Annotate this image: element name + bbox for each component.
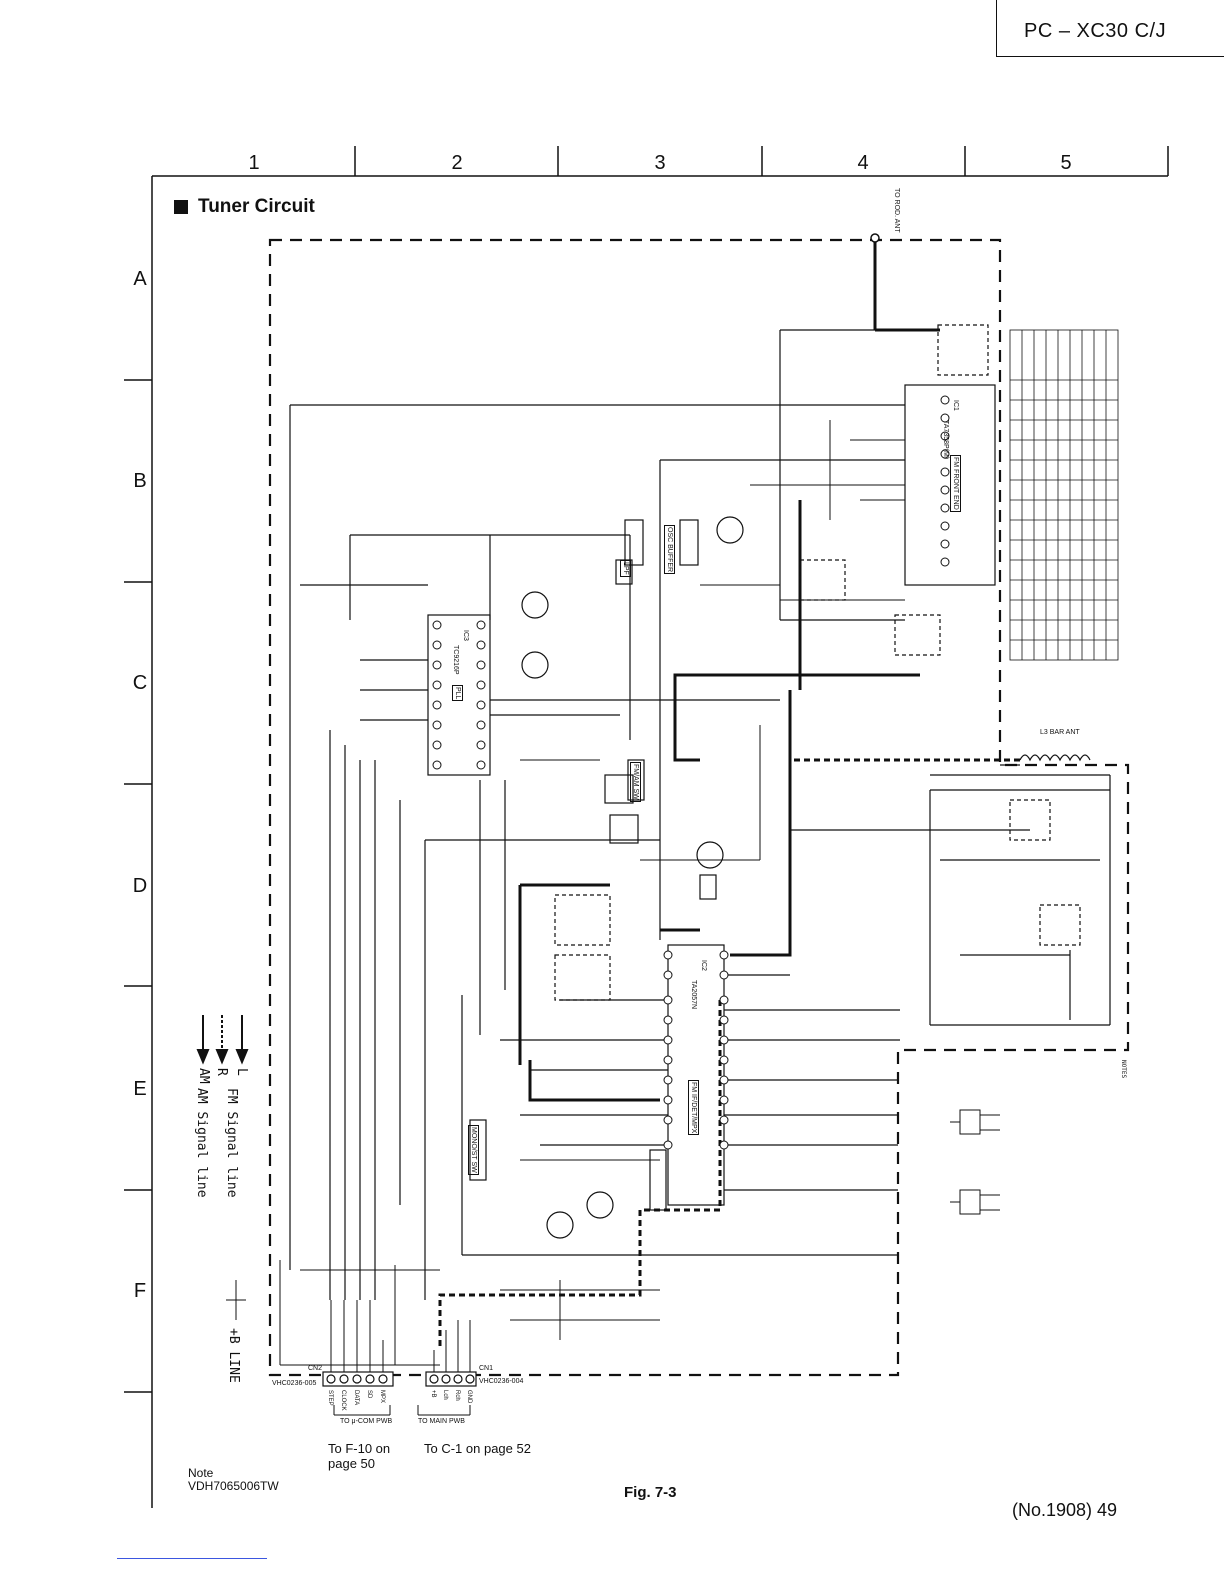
cross-ref-c1: To C-1 on page 52 [424, 1441, 531, 1456]
ic2-ref: IC2 [700, 960, 707, 971]
connector-cn2 [322, 1371, 394, 1387]
legend-key: AM [196, 1068, 211, 1084]
mono-st-sw-label: MONO/ST SW [468, 1125, 479, 1175]
fm-am-sw-label: FM/AM SW [630, 762, 641, 802]
notes-title: NOTES [1120, 1060, 1127, 1079]
legend-key: L [234, 1068, 249, 1076]
cn2-part: VHC0236-005 [272, 1380, 317, 1387]
grid-frame [124, 146, 1169, 1508]
ic2-part: TA2057N [690, 980, 697, 1010]
ic3-pll [300, 534, 780, 1300]
grid-column-label: 3 [654, 152, 666, 174]
ic2 [461, 944, 900, 1256]
page-number: (No.1908) 49 [1012, 1500, 1118, 1520]
diagram-title: Tuner Circuit [174, 196, 315, 218]
legend-arrows [196, 1015, 249, 1320]
ic3-ref: IC3 [462, 630, 469, 641]
grid-column-label: 4 [857, 152, 869, 174]
notes-symbols [950, 1109, 1000, 1215]
cn1-pin-label: Lch [442, 1390, 448, 1400]
misc-wires [279, 420, 905, 1366]
ic1-ref: IC1 [952, 400, 959, 411]
note-label: Note [188, 1466, 214, 1480]
cn2-pin-label: STEP [327, 1390, 333, 1406]
ic1-part: TA7358P(M) [942, 420, 949, 460]
cn1-pin-label: Rch [454, 1390, 460, 1401]
cn2-dest: TO μ-COM PWB [340, 1418, 393, 1425]
ic2-pins [663, 950, 729, 1150]
legend-am-signal: AM Signal line [194, 1088, 209, 1198]
cross-ref-f10: To F-10 on page 50 [328, 1441, 391, 1471]
cn2-pin-label: CLOCK [340, 1390, 346, 1411]
doc-number: VDH7065006TW [188, 1479, 279, 1493]
grid-row-label: E [133, 1078, 147, 1100]
cn1-pin-label: GND [466, 1390, 472, 1404]
title-bullet-icon [174, 200, 188, 214]
pll-label: PLL [452, 685, 463, 702]
cn2-pin-label: MPX [379, 1390, 385, 1404]
connector-cn1 [425, 1371, 477, 1387]
ic1-pins [940, 395, 950, 567]
ic3-pins [432, 620, 486, 770]
legend-fm-signal: FM Signal line [224, 1088, 239, 1198]
fm-front-end-module [289, 324, 996, 1270]
link-underline[interactable] [117, 1558, 267, 1559]
switch-blocks [469, 519, 717, 1211]
am-section [790, 754, 1111, 1026]
legend-key: R [214, 1068, 229, 1076]
osc-buffer-label: OSC BUFFER [664, 525, 675, 575]
grid-row-label: D [132, 875, 148, 897]
pin-config-table [1009, 329, 1119, 661]
model-number: PC – XC30 C/J [1024, 20, 1167, 42]
cn1-dest: TO MAIN PWB [418, 1418, 465, 1425]
grid-row-label: A [133, 268, 147, 290]
am-signal-paths [438, 758, 1020, 1350]
fm-if-det-mpx-label: FM IF/DET/MPX [688, 1080, 699, 1136]
connector-wires [330, 1300, 471, 1416]
lpf-label: LPF [620, 560, 631, 577]
cn2-ref: CN2 [308, 1365, 323, 1372]
grid-row-label: F [133, 1280, 147, 1302]
cn2-pin-label: DATA [353, 1390, 359, 1406]
footer-note: Note VDH7065006TW [188, 1467, 279, 1493]
legend-b-line: +B LINE [226, 1328, 241, 1383]
grid-column-label: 1 [248, 152, 260, 174]
pwb-outline [268, 238, 1130, 1377]
grid-row-label: C [132, 672, 148, 694]
antenna-feed [873, 238, 940, 332]
figure-caption: Fig. 7-3 [624, 1484, 677, 1501]
ic1-block-label: FM FRONT END [950, 455, 961, 512]
diagram-title-text: Tuner Circuit [198, 196, 315, 217]
model-header-frame [996, 0, 1224, 57]
bar-antenna-label: L3 BAR ANT [1040, 729, 1080, 736]
ic3-part: TC9216P [452, 645, 459, 675]
grid-column-label: 5 [1060, 152, 1072, 174]
cn1-part: VHC0236-004 [479, 1378, 524, 1385]
transistors [521, 516, 744, 1239]
cn1-ref: CN1 [479, 1365, 494, 1372]
cn1-pin-label: +B [430, 1390, 436, 1398]
grid-row-label: B [133, 470, 147, 492]
cn2-pin-label: SD [366, 1390, 372, 1399]
antenna-label: TO ROD. ANT [893, 188, 900, 233]
grid-column-label: 2 [451, 152, 463, 174]
